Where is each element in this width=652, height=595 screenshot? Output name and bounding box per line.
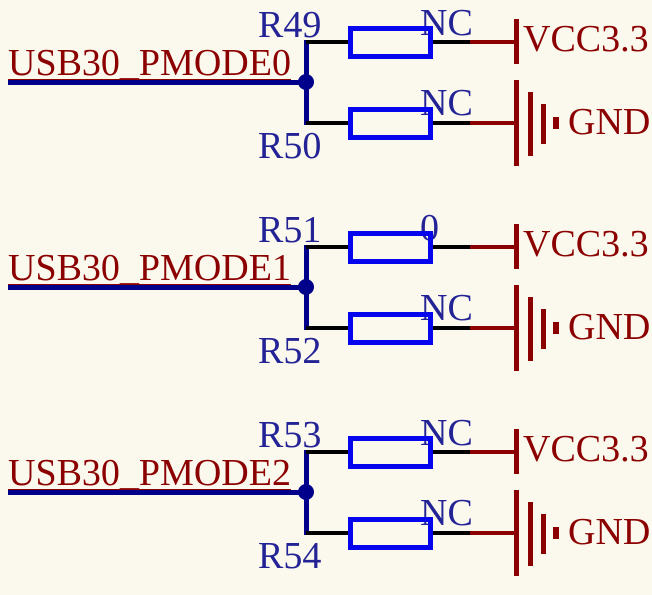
junction-dot (298, 74, 314, 90)
resistor-pin (433, 326, 470, 330)
gnd-symbol-icon (553, 527, 559, 539)
power-wire (470, 121, 514, 125)
vcc-net-label: VCC3.3 (523, 428, 649, 470)
pmode0-circuit-group: USB30_PMODE0 R49 NC VCC3.3 R50 NC GND (0, 0, 652, 205)
junction-dot (298, 279, 314, 295)
junction-dot (298, 484, 314, 500)
net-label[interactable]: USB30_PMODE1 (8, 247, 291, 289)
resistor-pin (433, 121, 470, 125)
pullup-resistor-symbol[interactable] (348, 231, 433, 264)
gnd-symbol-icon (541, 514, 546, 554)
net-wire (8, 285, 308, 290)
gnd-symbol-icon (541, 309, 546, 349)
net-wire (8, 490, 308, 495)
gnd-symbol-icon (528, 92, 533, 156)
resistor-designator: R52 (258, 330, 322, 372)
resistor-pin (433, 245, 470, 249)
gnd-net-label: GND (568, 101, 651, 143)
pmode1-circuit-group: USB30_PMODE1 R51 0 VCC3.3 R52 NC GND (0, 205, 652, 410)
pmode2-circuit-group: USB30_PMODE2 R53 NC VCC3.3 R54 NC GND (0, 410, 652, 595)
gnd-net-label: GND (568, 511, 651, 553)
gnd-symbol-icon[interactable] (514, 490, 519, 576)
vcc-power-bar-icon[interactable] (514, 429, 519, 474)
net-label[interactable]: USB30_PMODE0 (8, 42, 291, 84)
pullup-resistor-symbol[interactable] (348, 26, 433, 59)
net-wire (8, 80, 308, 85)
resistor-designator: R51 (258, 209, 322, 251)
vcc-power-bar-icon[interactable] (514, 224, 519, 269)
vcc-power-bar-icon[interactable] (514, 19, 519, 64)
resistor-pin (433, 40, 470, 44)
resistor-designator: R49 (258, 4, 322, 46)
gnd-symbol-icon (528, 297, 533, 361)
gnd-symbol-icon[interactable] (514, 285, 519, 371)
gnd-symbol-icon (528, 502, 533, 566)
pulldown-resistor-symbol[interactable] (348, 517, 433, 550)
resistor-pin (306, 326, 348, 330)
resistor-pin (433, 450, 470, 454)
power-wire (470, 531, 514, 535)
vcc-net-label: VCC3.3 (523, 223, 649, 265)
gnd-symbol-icon (553, 117, 559, 129)
net-label[interactable]: USB30_PMODE2 (8, 452, 291, 494)
gnd-symbol-icon[interactable] (514, 80, 519, 166)
power-wire (470, 245, 514, 249)
power-wire (470, 450, 514, 454)
power-wire (470, 326, 514, 330)
resistor-pin (306, 40, 348, 44)
resistor-pin (433, 531, 470, 535)
resistor-designator: R54 (258, 535, 322, 577)
resistor-value: 0 (420, 207, 439, 249)
gnd-symbol-icon (553, 322, 559, 334)
resistor-designator: R50 (258, 125, 322, 167)
resistor-pin (306, 450, 348, 454)
resistor-pin (306, 121, 348, 125)
pulldown-resistor-symbol[interactable] (348, 107, 433, 140)
power-wire (470, 40, 514, 44)
vcc-net-label: VCC3.3 (523, 18, 649, 60)
resistor-designator: R53 (258, 414, 322, 456)
resistor-pin (306, 531, 348, 535)
gnd-symbol-icon (541, 104, 546, 144)
pullup-resistor-symbol[interactable] (348, 436, 433, 469)
pulldown-resistor-symbol[interactable] (348, 312, 433, 345)
gnd-net-label: GND (568, 306, 651, 348)
resistor-pin (306, 245, 348, 249)
